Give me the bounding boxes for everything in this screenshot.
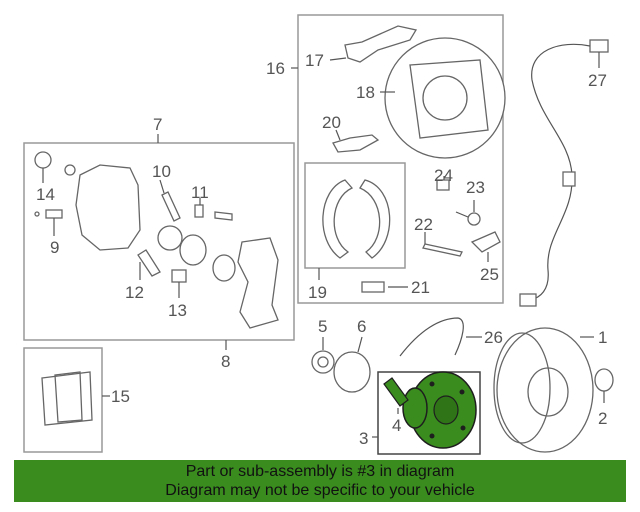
caliper-group-box [23, 142, 295, 341]
callout-23: 23 [466, 178, 485, 197]
callout-5: 5 [318, 317, 327, 336]
part-26-cable[interactable] [399, 317, 482, 357]
part-5-bearing[interactable] [311, 337, 335, 374]
callout-18: 18 [356, 83, 375, 102]
callout-13: 13 [168, 301, 187, 320]
part-3-hub-assembly-highlighted[interactable] [402, 371, 477, 449]
part-13-boot[interactable] [171, 269, 187, 298]
part-9-bleeder[interactable] [34, 209, 63, 236]
callout-16: 16 [266, 59, 285, 78]
callout-12: 12 [125, 283, 144, 302]
part-6-snap-ring[interactable] [333, 336, 371, 393]
callout-27: 27 [588, 71, 607, 90]
part-17-bracket[interactable] [329, 25, 418, 63]
parking-shoe-group-box [304, 162, 406, 269]
part-12-guide-pin[interactable] [137, 249, 161, 280]
callout-1: 1 [598, 328, 607, 347]
callout-24: 24 [434, 166, 453, 185]
callout-4: 4 [392, 416, 401, 435]
callout-10: 10 [152, 162, 171, 181]
callout-7: 7 [153, 115, 162, 134]
callout-9: 9 [50, 238, 59, 257]
callout-20: 20 [322, 113, 341, 132]
part-20-spring-clip[interactable] [332, 129, 380, 153]
part-19-parking-brake-shoes[interactable] [322, 179, 391, 259]
banner-line-disclaimer: Diagram may not be specific to your vehi… [165, 482, 475, 499]
part-24-pin[interactable] [436, 176, 450, 191]
callout-3: 3 [359, 429, 368, 448]
callout-6: 6 [357, 317, 366, 336]
part-18-backing-plate[interactable] [380, 37, 506, 159]
part-21-bolt[interactable] [361, 281, 408, 293]
hub-assembly-box[interactable] [377, 371, 481, 455]
callout-17: 17 [305, 51, 324, 70]
callout-26: 26 [484, 328, 503, 347]
callout-14: 14 [36, 185, 55, 204]
brake-pad-group-box [23, 347, 103, 453]
part-23-washer[interactable] [455, 200, 481, 226]
exploded-parts-diagram: 1 2 3 4 5 6 7 8 9 10 11 12 13 14 15 16 1… [23, 14, 614, 455]
callout-22: 22 [414, 215, 433, 234]
part-10-guide-pin[interactable] [159, 179, 181, 222]
callout-19: 19 [308, 283, 327, 302]
part-14-cap[interactable] [34, 151, 52, 183]
part-2-hub-cap[interactable] [594, 368, 614, 403]
callout-21: 21 [411, 278, 430, 297]
part-25-lever[interactable] [470, 231, 501, 262]
part-11-bolt[interactable] [194, 198, 233, 221]
caliper-bracket[interactable] [237, 237, 279, 329]
part-27-abs-sensor-wire[interactable] [519, 39, 609, 307]
caliper-body[interactable] [64, 164, 141, 251]
callout-8: 8 [221, 352, 230, 371]
callout-2: 2 [598, 409, 607, 428]
callout-11: 11 [191, 183, 209, 202]
backing-plate-group-box [297, 14, 504, 304]
caliper-seals[interactable] [157, 225, 236, 282]
part-22-adjuster-spring[interactable] [422, 232, 463, 257]
callout-15: 15 [111, 387, 130, 406]
banner-line-part-number: Part or sub-assembly is #3 in diagram [185, 463, 455, 480]
part-notice-banner: Part or sub-assembly is #3 in diagram Di… [14, 460, 626, 502]
callout-25: 25 [480, 265, 499, 284]
part-1-brake-rotor[interactable] [493, 327, 594, 453]
part-15-brake-pads[interactable] [41, 371, 93, 426]
part-4-wheel-stud[interactable] [383, 377, 409, 414]
